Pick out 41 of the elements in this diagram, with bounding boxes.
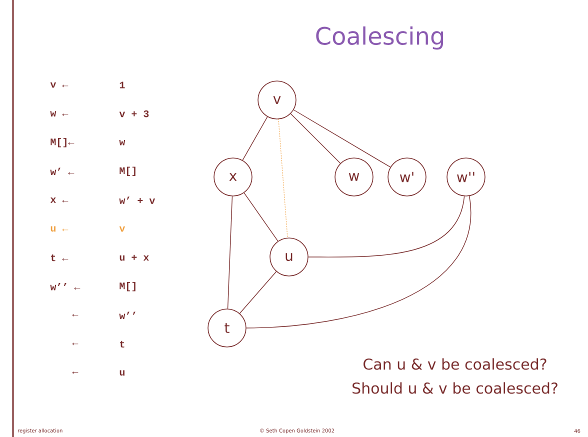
code-text: w’’ ← [50, 282, 80, 290]
edge-line [227, 196, 233, 309]
code-text: ← [72, 372, 78, 374]
slide-title: Coalescing [316, 26, 444, 50]
code-text: u ← [50, 226, 68, 232]
graph-node: t [208, 308, 246, 348]
graph-node: w'' [446, 158, 486, 196]
code-text: M[]← [50, 138, 74, 148]
edge-line [290, 113, 341, 164]
question-text: Should u & v be coalesced? [352, 382, 558, 394]
code-text: u + x [120, 254, 149, 261]
code-text: v ← [50, 82, 68, 88]
code-text: w ← [50, 111, 68, 116]
code-text: w’ ← [50, 168, 74, 176]
code-text: t [120, 340, 124, 348]
edge-line [239, 271, 277, 314]
graph-node: w [334, 158, 374, 196]
code-text: w [119, 140, 126, 146]
code-text: w’’ [119, 312, 136, 320]
code-text: u [120, 370, 124, 376]
graph-node: x [214, 158, 252, 196]
code-text: ← [72, 314, 78, 316]
edge-line [246, 196, 471, 328]
graph-node: w' [388, 158, 426, 196]
edge-line [242, 116, 268, 160]
code-text: x ← [50, 198, 68, 203]
question-text: Can u & v be coalesced? [364, 358, 546, 370]
graph-node: u [270, 238, 308, 276]
graph-node: v [258, 80, 296, 120]
code-text: t ← [51, 254, 68, 262]
edge-line [293, 110, 391, 168]
code-text: v [119, 226, 126, 232]
edge-line [278, 119, 288, 238]
code-text: M[] [120, 282, 136, 292]
edge-line [308, 196, 465, 258]
code-text: 1 [120, 82, 125, 88]
code-text: ← [72, 342, 78, 346]
code-text: M[] [120, 166, 136, 176]
code-text: v + 3 [119, 110, 149, 118]
edge-line [244, 192, 278, 242]
code-text: w’ + v [119, 196, 156, 204]
